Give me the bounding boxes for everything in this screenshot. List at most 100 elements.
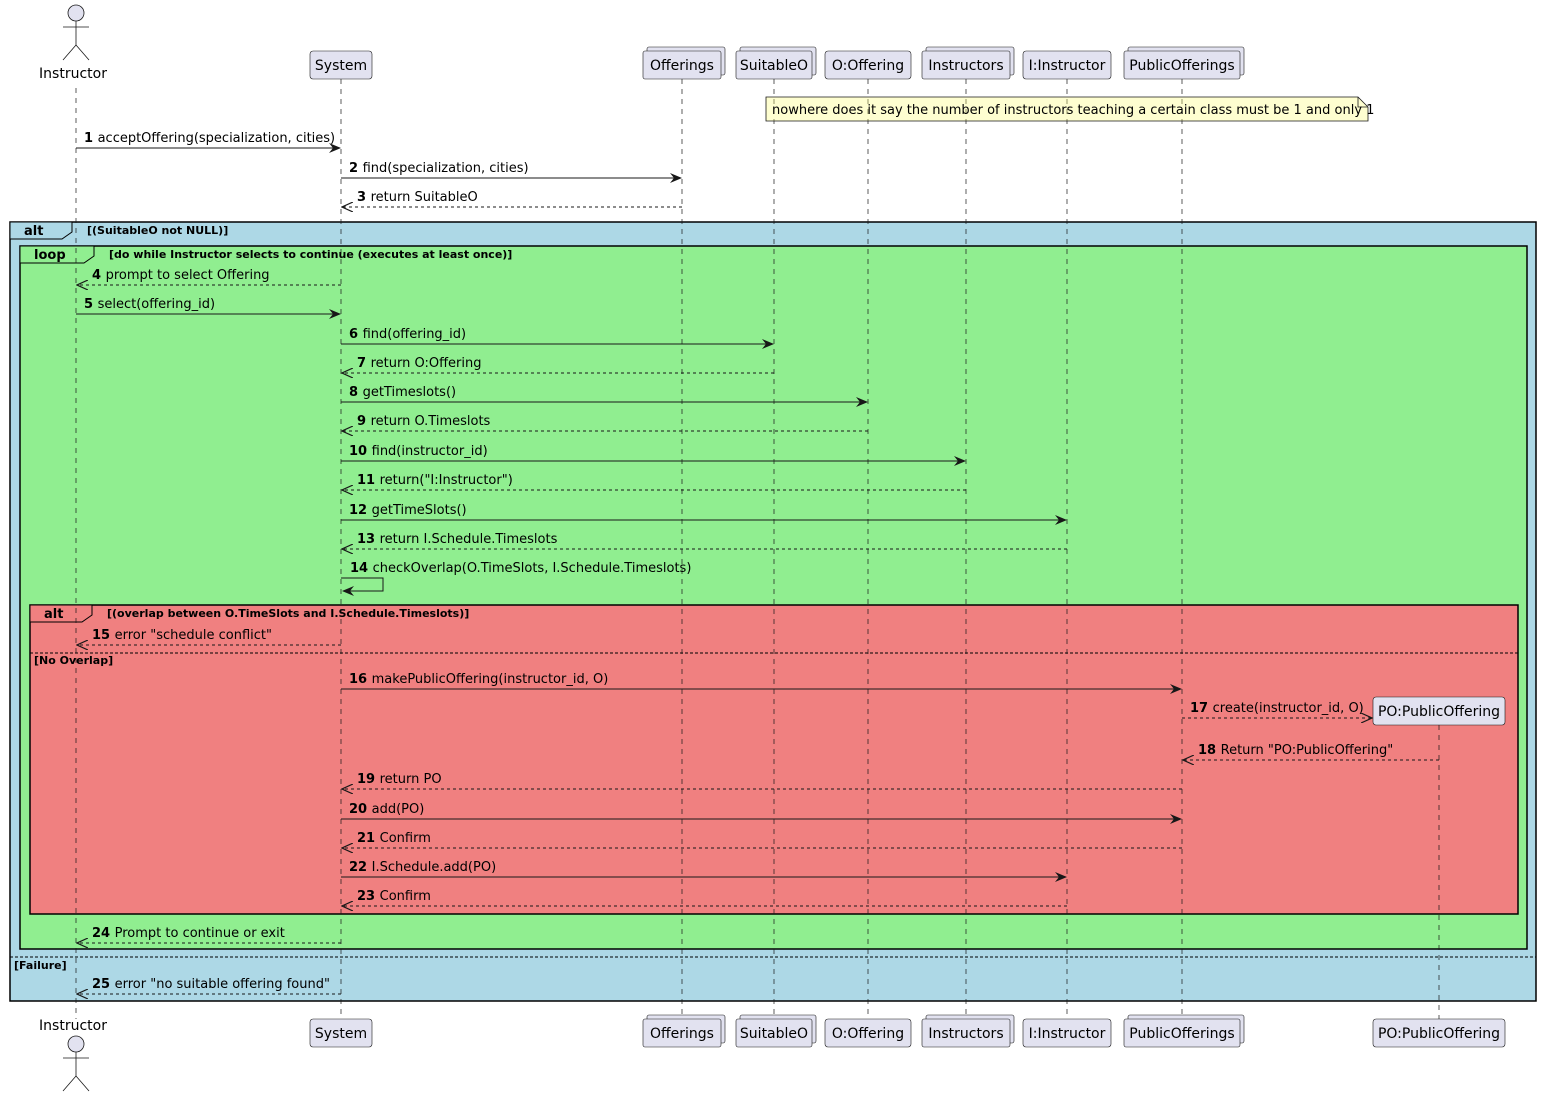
loop-guard: [do while Instructor selects to continue… bbox=[109, 248, 512, 261]
message-12: 12 getTimeSlots() bbox=[341, 503, 1067, 525]
participant-popublicoffering-bottom: PO:PublicOffering bbox=[1372, 1018, 1506, 1048]
message-label: 19 return PO bbox=[357, 772, 442, 787]
participant-name: I:Instructor bbox=[1029, 58, 1106, 74]
message-label: 4 prompt to select Offering bbox=[92, 268, 270, 283]
message-8: 8 getTimeslots() bbox=[341, 385, 868, 407]
participant-suitableo-top: SuitableO bbox=[735, 46, 817, 80]
participant-offerings-top: Offerings bbox=[642, 46, 726, 80]
message-label: 22 I.Schedule.add(PO) bbox=[349, 860, 496, 875]
note: nowhere does it say the number of instru… bbox=[765, 96, 1374, 122]
message-15: 15 error "schedule conflict" bbox=[77, 628, 341, 645]
message-label: 12 getTimeSlots() bbox=[349, 503, 467, 518]
message-label: 17 create(instructor_id, O) bbox=[1190, 701, 1364, 716]
participant-name: PublicOfferings bbox=[1129, 58, 1234, 74]
participant-name: PO:PublicOffering bbox=[1378, 1026, 1500, 1042]
message-17: 17 create(instructor_id, O) bbox=[1182, 701, 1372, 718]
message-14: 14 checkOverlap(O.TimeSlots, I.Schedule.… bbox=[341, 561, 691, 596]
participant-name: O:Offering bbox=[832, 58, 904, 74]
message-22: 22 I.Schedule.add(PO) bbox=[341, 860, 1067, 882]
message-label: 1 acceptOffering(specialization, cities) bbox=[84, 131, 335, 146]
participant-iinstructor-bottom: I:Instructor bbox=[1022, 1018, 1112, 1048]
message-label: 11 return("I:Instructor") bbox=[357, 473, 513, 488]
message-label: 16 makePublicOffering(instructor_id, O) bbox=[349, 672, 608, 687]
participant-ooffering-top: O:Offering bbox=[824, 50, 912, 80]
message-13: 13 return I.Schedule.Timeslots bbox=[342, 532, 1067, 549]
participant-ooffering-bottom: O:Offering bbox=[824, 1018, 912, 1048]
participant-suitableo-bottom: SuitableO bbox=[735, 1014, 817, 1048]
inner-alt-tab bbox=[29, 604, 93, 623]
message-2: 2 find(specialization, cities) bbox=[341, 161, 682, 183]
actor-instructor-bottom: Instructor bbox=[39, 1018, 107, 1092]
message-label: 21 Confirm bbox=[357, 831, 431, 846]
message-label: 25 error "no suitable offering found" bbox=[92, 977, 330, 992]
message-7: 7 return O:Offering bbox=[342, 356, 774, 373]
participant-instructors-top: Instructors bbox=[921, 46, 1015, 80]
message-20: 20 add(PO) bbox=[341, 802, 1182, 824]
participant-system-top: System bbox=[309, 50, 373, 80]
participant-offerings-bottom: Offerings bbox=[642, 1014, 726, 1048]
participant-system-bottom: System bbox=[309, 1018, 373, 1048]
message-label: 24 Prompt to continue or exit bbox=[92, 926, 285, 941]
participant-name: O:Offering bbox=[832, 1026, 904, 1042]
message-24: 24 Prompt to continue or exit bbox=[77, 926, 341, 943]
loop-keyword: loop bbox=[34, 248, 66, 263]
message-11: 11 return("I:Instructor") bbox=[342, 473, 966, 490]
participant-name: Instructors bbox=[928, 1026, 1003, 1042]
message-6: 6 find(offering_id) bbox=[341, 327, 774, 349]
outer-alt-else-guard: [Failure] bbox=[14, 959, 67, 972]
participant-name: Offerings bbox=[650, 58, 714, 74]
participant-publicofferings-bottom: PublicOfferings bbox=[1123, 1014, 1245, 1048]
messages: 1 acceptOffering(specialization, cities)… bbox=[76, 131, 1439, 994]
message-label: 2 find(specialization, cities) bbox=[349, 161, 529, 176]
participant-iinstructor-top: I:Instructor bbox=[1022, 50, 1112, 80]
participant-name: Offerings bbox=[650, 1026, 714, 1042]
participant-name: Instructors bbox=[928, 58, 1003, 74]
message-label: 13 return I.Schedule.Timeslots bbox=[357, 532, 558, 547]
participant-name: System bbox=[315, 58, 367, 74]
actor-name: Instructor bbox=[39, 1018, 107, 1034]
message-label: 6 find(offering_id) bbox=[349, 327, 466, 342]
loop-tab bbox=[19, 245, 95, 264]
message-label: 18 Return "PO:PublicOffering" bbox=[1198, 743, 1393, 758]
message-label: 23 Confirm bbox=[357, 889, 431, 904]
message-1: 1 acceptOffering(specialization, cities) bbox=[76, 131, 341, 153]
inner-alt-else-guard: [No Overlap] bbox=[34, 654, 113, 667]
message-label: 5 select(offering_id) bbox=[84, 297, 215, 312]
participant-name: PO:PublicOffering bbox=[1378, 704, 1500, 720]
participant-name: SuitableO bbox=[740, 1026, 808, 1042]
participant-name: SuitableO bbox=[740, 58, 808, 74]
message-label: 7 return O:Offering bbox=[357, 356, 481, 371]
message-label: 9 return O.Timeslots bbox=[357, 414, 491, 429]
participant-publicofferings-top: PublicOfferings bbox=[1123, 46, 1245, 80]
actor-instructor-top: Instructor bbox=[39, 4, 107, 82]
message-4: 4 prompt to select Offering bbox=[77, 268, 341, 285]
message-label: 15 error "schedule conflict" bbox=[92, 628, 272, 643]
outer-alt-tab bbox=[9, 221, 73, 240]
message-5: 5 select(offering_id) bbox=[76, 297, 341, 319]
message-label: 20 add(PO) bbox=[349, 802, 424, 817]
message-label: 14 checkOverlap(O.TimeSlots, I.Schedule.… bbox=[350, 561, 691, 576]
message-23: 23 Confirm bbox=[342, 889, 1067, 906]
message-9: 9 return O.Timeslots bbox=[342, 414, 868, 431]
participant-name: PublicOfferings bbox=[1129, 1026, 1234, 1042]
message-3: 3 return SuitableO bbox=[342, 190, 682, 207]
message-21: 21 Confirm bbox=[342, 831, 1182, 848]
message-19: 19 return PO bbox=[342, 772, 1182, 789]
outer-alt-keyword: alt bbox=[24, 224, 43, 239]
message-18: 18 Return "PO:PublicOffering" bbox=[1183, 743, 1439, 760]
participant-heads: InstructorInstructorSystemSystemOffering… bbox=[39, 4, 1506, 1092]
note-text: nowhere does it say the number of instru… bbox=[772, 103, 1374, 118]
participant-name: System bbox=[315, 1026, 367, 1042]
message-10: 10 find(instructor_id) bbox=[341, 444, 966, 466]
message-label: 10 find(instructor_id) bbox=[349, 444, 488, 459]
inner-alt-keyword: alt bbox=[44, 607, 63, 622]
message-16: 16 makePublicOffering(instructor_id, O) bbox=[341, 672, 1182, 694]
message-label: 8 getTimeslots() bbox=[349, 385, 456, 400]
participant-instructors-bottom: Instructors bbox=[921, 1014, 1015, 1048]
actor-name: Instructor bbox=[39, 66, 107, 82]
outer-alt-guard: [(SuitableO not NULL)] bbox=[87, 224, 228, 237]
message-label: 3 return SuitableO bbox=[357, 190, 478, 205]
inner-alt-guard: [(overlap between O.TimeSlots and I.Sche… bbox=[107, 607, 469, 620]
participant-popublicoffering-head: PO:PublicOffering bbox=[1372, 696, 1506, 726]
